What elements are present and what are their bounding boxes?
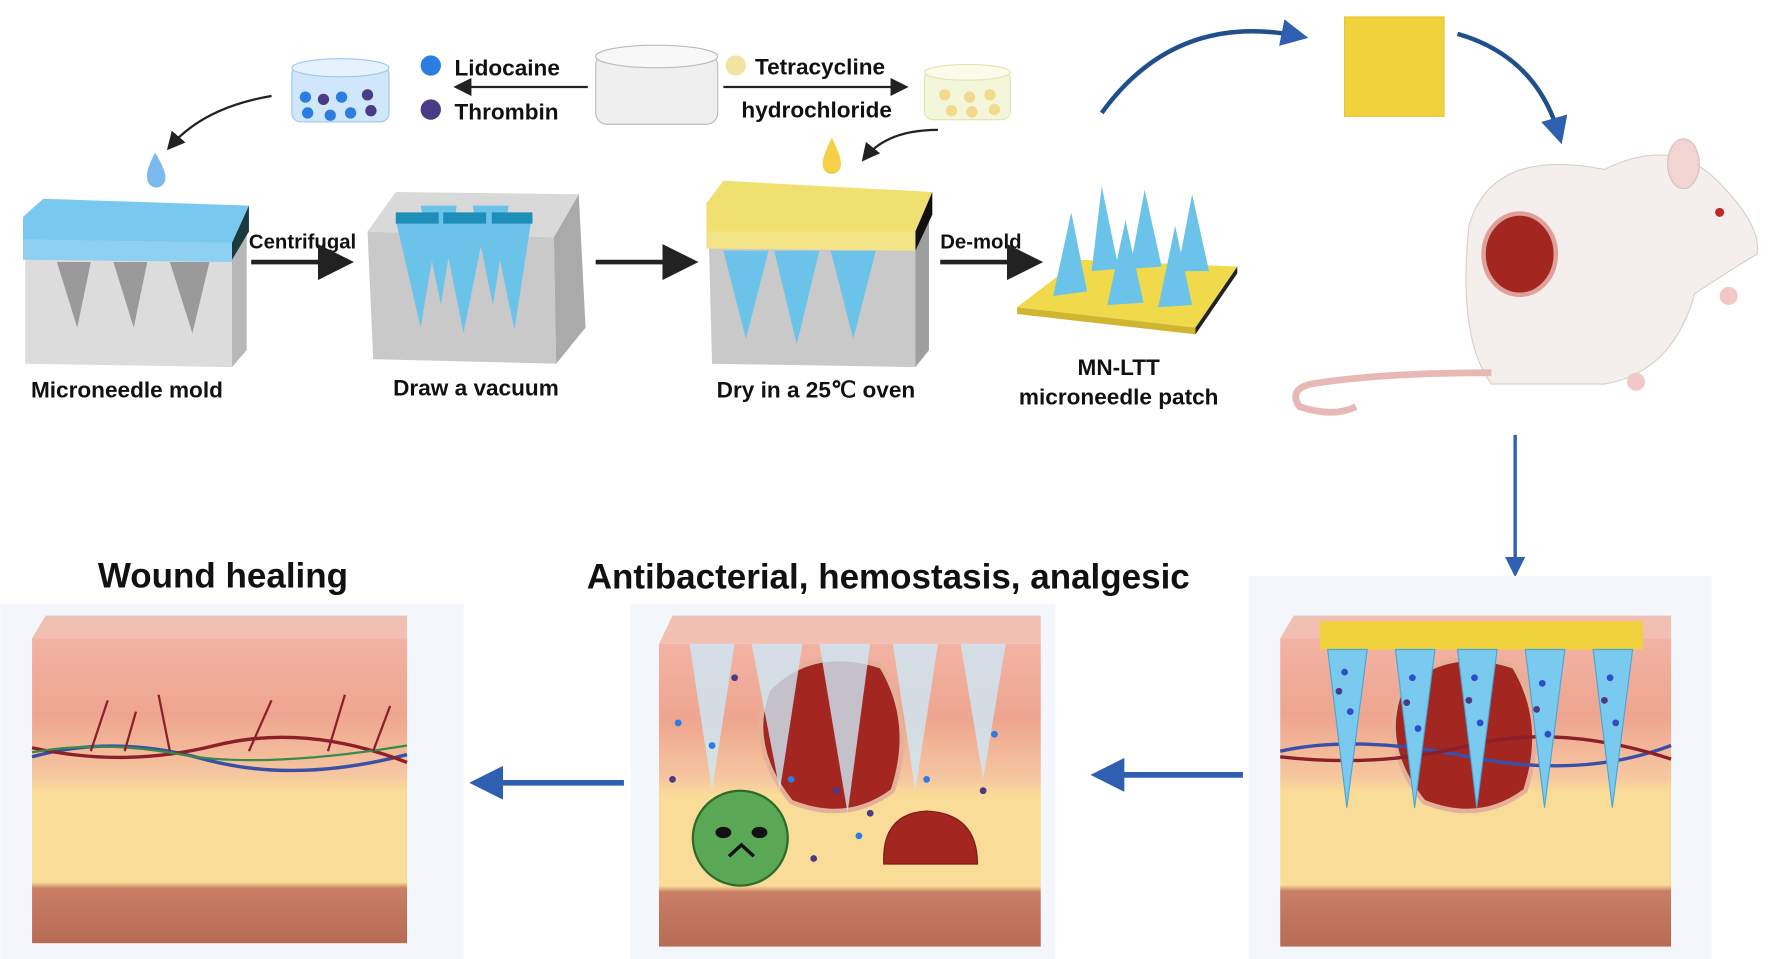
tetracycline-dot-icon xyxy=(725,55,746,76)
thrombin-dot-icon xyxy=(420,99,441,120)
tetracycline-container xyxy=(923,63,1011,121)
microneedle-patch xyxy=(1017,186,1238,335)
microneedle-mold xyxy=(23,198,249,368)
blue-droplet-icon xyxy=(146,152,166,188)
vacuum-mold xyxy=(367,192,586,364)
tetracycline-label: Tetracycline xyxy=(755,55,885,80)
dry-mold xyxy=(706,180,933,368)
lidocaine-dot-icon xyxy=(420,55,441,76)
patch-square xyxy=(1344,16,1445,117)
patch-applied-skin-panel xyxy=(1248,576,1712,959)
vacuum-label: Draw a vacuum xyxy=(393,375,559,400)
effects-heading: Antibacterial, hemostasis, analgesic xyxy=(587,558,1190,597)
thrombin-label: Thrombin xyxy=(455,100,559,125)
rat-illustration xyxy=(1292,138,1759,416)
curved-arrow xyxy=(1456,31,1568,145)
curved-arrow xyxy=(166,94,272,151)
healed-skin-panel xyxy=(0,604,464,959)
treatment-skin-panel xyxy=(630,604,1056,959)
lidocaine-thrombin-container xyxy=(291,58,390,123)
centrifugal-label: Centrifugal xyxy=(249,232,356,254)
patch-label: MN-LTT xyxy=(1078,355,1161,380)
mold-label: Microneedle mold xyxy=(31,378,223,403)
lidocaine-label: Lidocaine xyxy=(455,56,560,81)
bacteria-icon xyxy=(691,789,789,887)
wound-healing-heading: Wound healing xyxy=(98,556,348,595)
patch-sublabel: microneedle patch xyxy=(1019,384,1219,409)
blood-clot-icon xyxy=(883,810,979,865)
demold-label: De-mold xyxy=(940,232,1021,254)
curved-arrow xyxy=(1099,19,1309,115)
hydrochloride-label: hydrochloride xyxy=(741,97,892,122)
dry-label: Dry in a 25℃ oven xyxy=(717,378,916,403)
curved-arrow xyxy=(861,128,938,162)
empty-beaker xyxy=(595,44,719,125)
yellow-droplet-icon xyxy=(822,137,841,174)
